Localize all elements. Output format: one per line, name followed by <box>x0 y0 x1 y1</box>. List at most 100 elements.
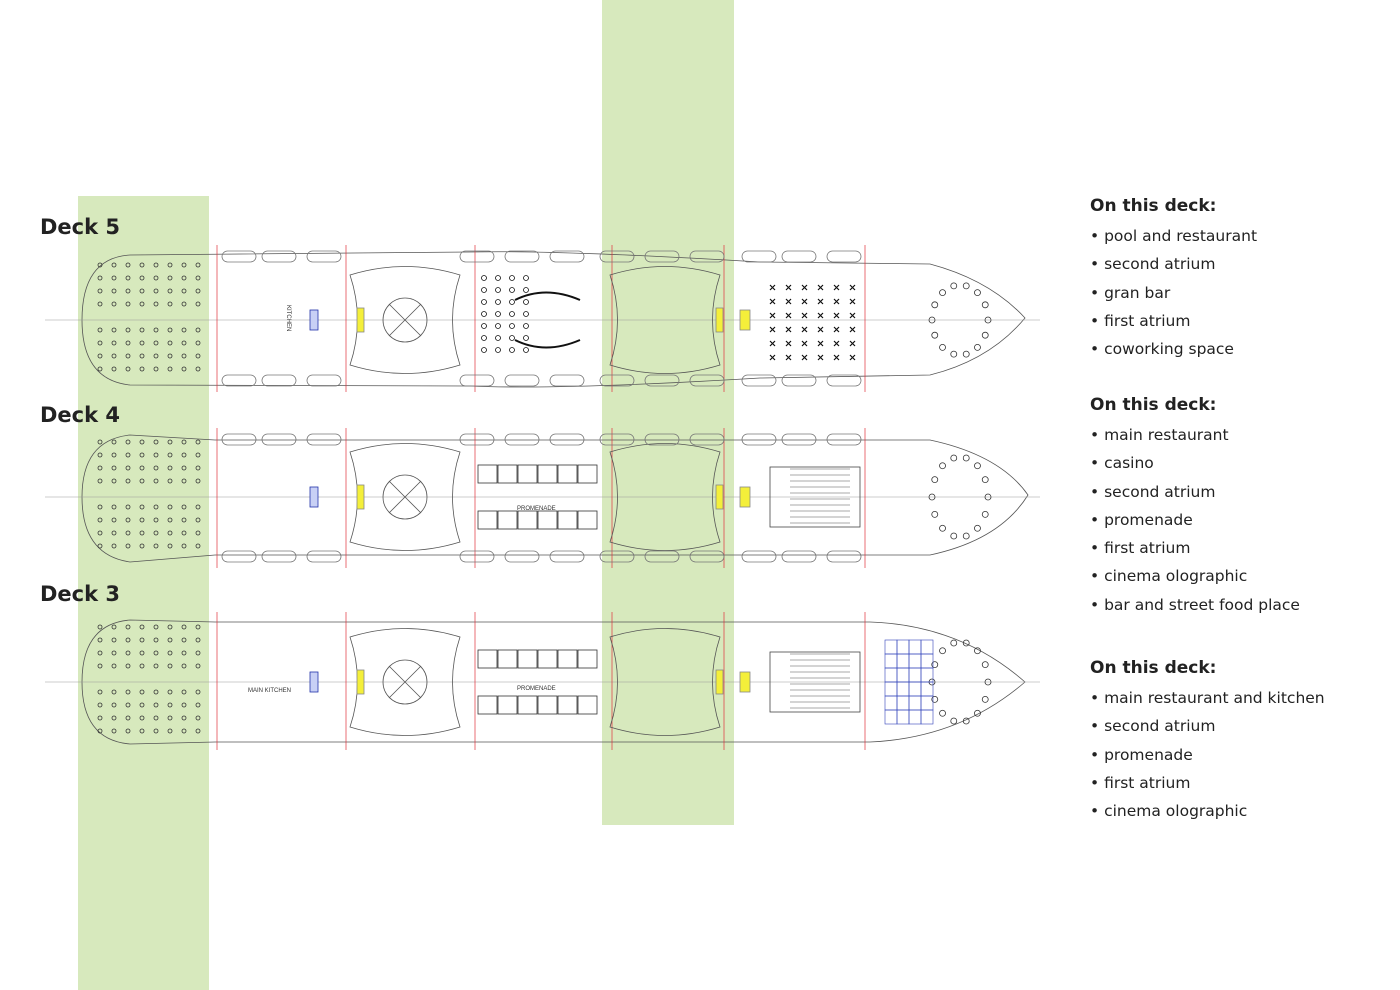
bow-table <box>950 454 958 462</box>
legend-item: second atrium <box>1090 478 1300 506</box>
shop-unit <box>577 510 598 530</box>
bow-table <box>928 493 936 501</box>
table <box>181 689 187 695</box>
bow-table <box>974 524 981 532</box>
deck-3-title: Deck 3 <box>40 582 121 606</box>
lifeboat <box>599 250 635 263</box>
solar-panel <box>908 667 922 683</box>
bow-table <box>981 695 989 703</box>
lounge-chair <box>801 354 808 361</box>
table <box>139 353 145 359</box>
lounge-chair <box>849 312 856 319</box>
solar-panel <box>908 653 922 669</box>
table <box>153 637 159 643</box>
table <box>153 301 159 307</box>
bow-table <box>962 282 970 290</box>
table <box>181 366 187 372</box>
table <box>125 478 131 484</box>
bow-table <box>939 289 946 297</box>
table <box>181 530 187 536</box>
staircase <box>715 484 724 510</box>
lifeboat <box>459 433 495 446</box>
deck-3-plan: MAIN KITCHEN PROMENADE <box>81 619 1026 745</box>
lifeboat <box>644 433 680 446</box>
table <box>97 530 103 536</box>
lounge-chair <box>817 284 824 291</box>
table <box>153 702 159 708</box>
bow-table <box>962 717 970 725</box>
table <box>167 650 173 656</box>
table <box>139 663 145 669</box>
table <box>195 637 201 643</box>
lift <box>309 309 319 331</box>
table <box>139 689 145 695</box>
solar-panel <box>896 639 910 655</box>
table <box>195 543 201 549</box>
lounge-chair <box>769 312 776 319</box>
table <box>181 439 187 445</box>
solar-panel <box>884 639 898 655</box>
table <box>167 543 173 549</box>
shop-unit <box>577 464 598 484</box>
bow-table <box>981 510 989 518</box>
table <box>125 689 131 695</box>
lounge-chair <box>817 340 824 347</box>
deck-4-promenade-label: PROMENADE <box>517 506 556 512</box>
lifeboat <box>459 374 495 387</box>
lounge-chair <box>833 312 840 319</box>
table <box>195 301 201 307</box>
table <box>195 465 201 471</box>
bar-table <box>509 347 515 353</box>
table <box>153 327 159 333</box>
lifeboat <box>741 374 777 387</box>
table <box>125 637 131 643</box>
table <box>125 366 131 372</box>
solar-panel <box>896 695 910 711</box>
bow-table <box>928 316 936 324</box>
lifeboat <box>306 250 342 263</box>
table <box>125 327 131 333</box>
bar-table <box>481 299 487 305</box>
legend-item: second atrium <box>1090 712 1325 740</box>
shop-unit <box>517 464 538 484</box>
table <box>111 353 117 359</box>
lifeboat <box>644 250 680 263</box>
table <box>195 715 201 721</box>
lifeboat <box>599 550 635 563</box>
lifeboat <box>781 550 817 563</box>
table <box>125 715 131 721</box>
lifeboat <box>504 433 540 446</box>
table <box>181 340 187 346</box>
shop-unit <box>557 695 578 715</box>
solar-panel <box>920 653 934 669</box>
table <box>139 637 145 643</box>
lifeboat <box>644 550 680 563</box>
lounge-chair <box>849 284 856 291</box>
table <box>111 288 117 294</box>
bar-table <box>509 311 515 317</box>
lifeboat <box>826 433 862 446</box>
table <box>125 465 131 471</box>
staircase <box>356 307 365 333</box>
bow-table <box>981 661 989 669</box>
table <box>195 689 201 695</box>
shop-unit <box>497 464 518 484</box>
table <box>181 543 187 549</box>
table <box>125 728 131 734</box>
table <box>97 650 103 656</box>
bar-table <box>495 311 501 317</box>
table <box>153 530 159 536</box>
shop-unit <box>477 649 498 669</box>
table <box>139 543 145 549</box>
table <box>153 366 159 372</box>
table <box>195 452 201 458</box>
lounge-chair <box>769 326 776 333</box>
legend-item: cinema olographic <box>1090 797 1325 825</box>
bow-table <box>931 301 939 309</box>
table <box>181 275 187 281</box>
table <box>111 465 117 471</box>
solar-panel <box>920 681 934 697</box>
table <box>139 465 145 471</box>
lifeboat <box>549 550 585 563</box>
table <box>181 637 187 643</box>
